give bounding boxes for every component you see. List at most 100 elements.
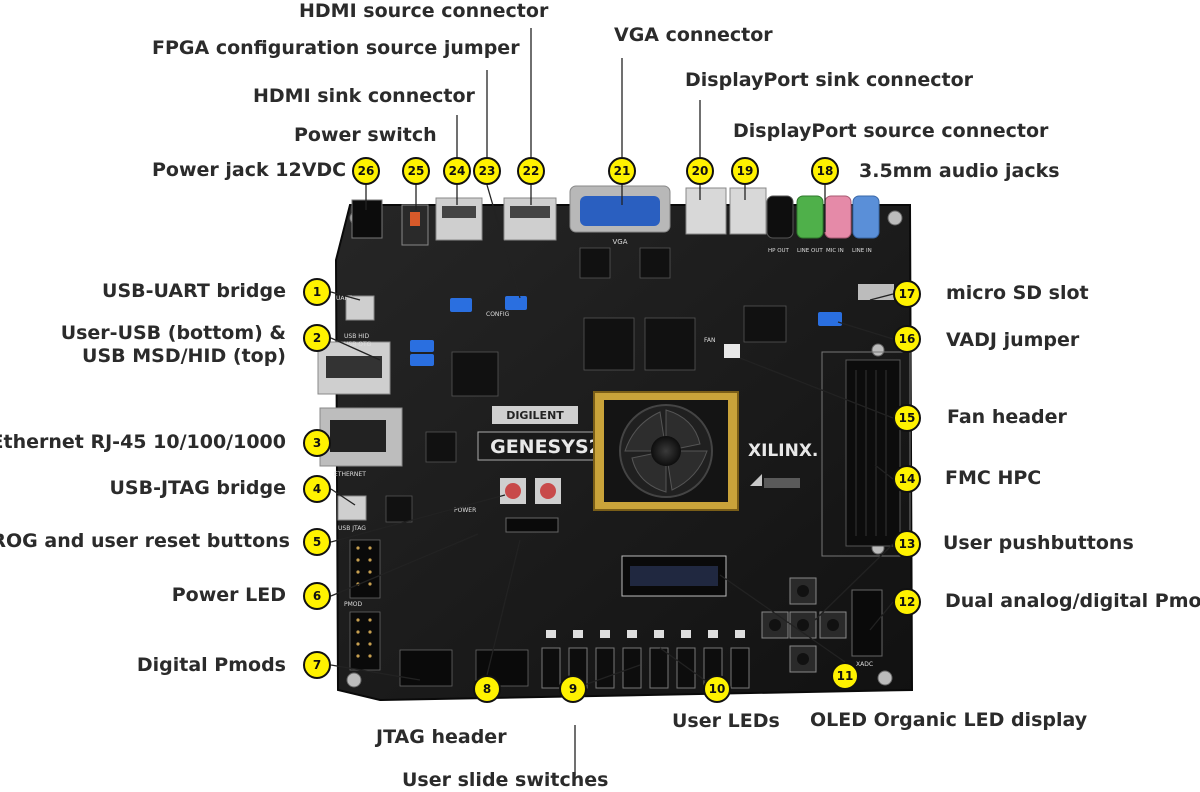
callout-label-10: User LEDs xyxy=(672,710,780,732)
callout-badge-9: 9 xyxy=(559,675,587,703)
mic-in-silk: MIC IN xyxy=(826,248,844,254)
user-pushbuttons xyxy=(761,577,847,673)
callout-label-17: micro SD slot xyxy=(946,282,1089,304)
callout-badge-8: 8 xyxy=(473,675,501,703)
config-jumper-2 xyxy=(450,298,472,312)
callout-label-16: VADJ jumper xyxy=(946,329,1080,351)
vadj-jumper xyxy=(818,312,842,326)
user-led xyxy=(708,630,718,638)
user-led xyxy=(573,630,583,638)
callout-label-2-line-1: User-USB (bottom) & xyxy=(60,322,286,344)
audio-jack-mic-in xyxy=(824,195,852,239)
uart-silk: UART xyxy=(336,295,352,302)
xadc-silk: XADC xyxy=(856,661,873,668)
callout-badge-1: 1 xyxy=(303,278,331,306)
fmc-hpc-connector xyxy=(845,359,901,547)
callout-badge-10: 10 xyxy=(703,675,731,703)
callout-badge-11: 11 xyxy=(831,662,859,690)
genesys-logo xyxy=(477,431,615,461)
leader-line xyxy=(874,464,894,480)
fan-silk: FAN xyxy=(704,337,716,344)
user-led xyxy=(654,630,664,638)
leader-line xyxy=(814,543,894,621)
pmod-silk: PMOD xyxy=(344,601,363,608)
callout-badge-12: 12 xyxy=(893,588,921,616)
callout-label-6: Power LED xyxy=(171,584,286,606)
leader-lines xyxy=(330,28,894,775)
leader-line xyxy=(330,337,381,361)
callout-badge-13: 13 xyxy=(893,530,921,558)
user-leds xyxy=(546,630,745,638)
leader-line xyxy=(330,533,479,597)
callout-badge-20: 20 xyxy=(686,157,714,185)
callout-label-2: User-USB (bottom) &USB MSD/HID (top) xyxy=(61,322,286,368)
line-in-silk: LINE IN xyxy=(852,248,872,254)
callout-label-7: Digital Pmods xyxy=(136,654,286,676)
displayport-sink-connector xyxy=(685,187,727,235)
user-led xyxy=(735,630,745,638)
callout-label-12: Dual analog/digital Pmod xyxy=(945,590,1200,612)
audio-jack-line-in xyxy=(852,195,880,239)
leader-line xyxy=(486,184,521,299)
callout-label-20: DisplayPort sink connector xyxy=(685,69,973,91)
callout-label-14: FMC HPC xyxy=(945,467,1042,489)
leader-line xyxy=(837,321,894,340)
hp-out-silk: HP OUT xyxy=(768,248,790,254)
displayport-source-connector xyxy=(729,187,767,235)
callout-label-5: PROG and user reset buttons xyxy=(0,530,290,552)
user-led xyxy=(546,630,556,638)
callout-badge-3: 3 xyxy=(303,429,331,457)
hdmi-sink-connector xyxy=(435,197,483,241)
leader-line xyxy=(330,494,506,543)
callout-badge-22: 22 xyxy=(517,157,545,185)
power-silk: POWER xyxy=(454,507,476,514)
callout-label-2-line-2: USB MSD/HID (top) xyxy=(82,345,286,367)
leader-line xyxy=(330,442,381,451)
callout-badge-4: 4 xyxy=(303,475,331,503)
callout-badge-16: 16 xyxy=(893,325,921,353)
slide-switch xyxy=(541,647,561,689)
callout-badge-7: 7 xyxy=(303,651,331,679)
audio-jack-line-out xyxy=(796,195,824,239)
usb-hid-silk: USB HID xyxy=(344,333,370,340)
hdmi-source-connector xyxy=(503,197,557,241)
slide-switch xyxy=(676,647,696,689)
callout-badge-5: 5 xyxy=(303,528,331,556)
callout-label-19: DisplayPort source connector xyxy=(733,120,1049,142)
micro-sd-slot xyxy=(858,284,894,300)
digilent-logo xyxy=(492,406,578,424)
callout-label-22: HDMI source connector xyxy=(299,0,549,22)
usb-jtag-connector xyxy=(337,495,367,521)
callout-badge-15: 15 xyxy=(893,404,921,432)
callout-label-23: FPGA configuration source jumper xyxy=(152,37,520,59)
callout-label-4: USB-JTAG bridge xyxy=(109,477,286,499)
callout-badge-25: 25 xyxy=(402,157,430,185)
usb-jtag-silk: USB JTAG xyxy=(338,525,366,532)
usb-mode-jumper-b xyxy=(410,354,434,366)
user-led xyxy=(627,630,637,638)
jtag-header xyxy=(505,517,559,533)
config-jumper xyxy=(505,296,527,310)
slide-switch xyxy=(649,647,669,689)
callout-badge-24: 24 xyxy=(443,157,471,185)
usb-otg-silk: USB OTG xyxy=(344,341,372,348)
callout-label-25: Power switch xyxy=(294,124,437,146)
leader-line xyxy=(739,357,894,419)
xadc-pmod-header xyxy=(851,589,883,657)
slide-switch xyxy=(595,647,615,689)
line-out-silk: LINE OUT xyxy=(797,248,823,254)
leader-line xyxy=(869,293,894,301)
callout-badge-6: 6 xyxy=(303,582,331,610)
callout-label-11: OLED Organic LED display xyxy=(810,709,1088,731)
callout-label-24: HDMI sink connector xyxy=(253,85,475,107)
brand-text: DIGILENT xyxy=(506,409,564,422)
chips xyxy=(385,247,787,523)
leader-line xyxy=(869,601,894,631)
callout-label-18: 3.5mm audio jacks xyxy=(859,160,1060,182)
linear-tech-logo xyxy=(750,474,800,488)
slide-switches xyxy=(541,647,750,689)
callout-label-15: Fan header xyxy=(947,406,1067,428)
callout-badge-26: 26 xyxy=(352,157,380,185)
callout-label-13: User pushbuttons xyxy=(943,532,1134,554)
callout-label-21: VGA connector xyxy=(614,24,773,46)
